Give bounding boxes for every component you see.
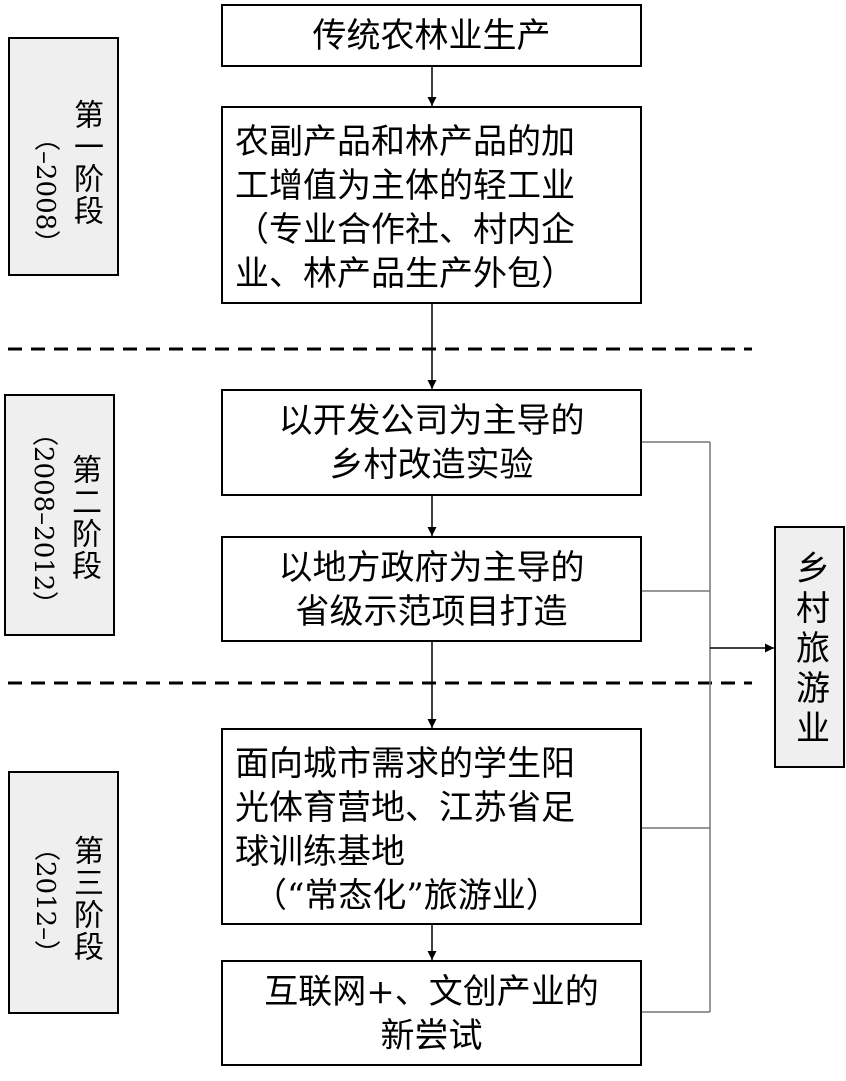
node-developer-line-2: 乡村改造实验 (329, 445, 534, 485)
node-traditional-line-1: 传统农林业生产 (312, 16, 551, 56)
node-government-line-1: 以地方政府为主导的 (278, 548, 585, 588)
stage-1-title: 第一阶段 (68, 99, 103, 227)
rural-tourism-label: 乡村旅游业 (789, 550, 830, 750)
node-rural-tourism: 乡村旅游业 (774, 526, 845, 768)
node-processing-line-2: 工增值为主体的轻工业 (235, 166, 575, 206)
node-developer-led: 以开发公司为主导的 乡村改造实验 (221, 389, 642, 496)
stage-1-label: 第一阶段 （–2008） (8, 37, 119, 276)
node-traditional-farming: 传统农林业生产 (221, 4, 642, 67)
node-processing-line-1: 农副产品和林产品的加 (235, 122, 575, 162)
node-government-led: 以地方政府为主导的 省级示范项目打造 (221, 536, 642, 642)
stage-3-label: 第三阶段 （2012–） (8, 771, 119, 1014)
node-urban-line-2: 光体育营地、江苏省足 (235, 788, 575, 828)
stage-3-title: 第三阶段 (68, 835, 103, 963)
node-processing-line-3: （专业合作社、村内企 (235, 210, 575, 250)
node-developer-line-1: 以开发公司为主导的 (278, 401, 585, 441)
stage-2-title: 第二阶段 (66, 454, 101, 582)
stage-2-label: 第二阶段 （2008–2012） (4, 394, 115, 636)
node-urban-line-1: 面向城市需求的学生阳 (235, 744, 575, 784)
node-urban-line-4: （“常态化”旅游业） (253, 876, 560, 916)
node-processing-line-4: 业、林产品生产外包） (235, 254, 575, 294)
stage-2-range: （2008–2012） (28, 420, 58, 618)
node-internet-plus: 互联网+、文创产业的 新尝试 (221, 960, 642, 1066)
node-internet-line-2: 新尝试 (380, 1016, 483, 1056)
node-urban-line-3: 球训练基地 (235, 832, 405, 872)
stage-3-range: （2012–） (30, 835, 60, 967)
node-government-line-2: 省级示范项目打造 (295, 592, 568, 632)
node-internet-line-1: 互联网+、文创产业的 (264, 972, 599, 1012)
node-urban-demand: 面向城市需求的学生阳 光体育营地、江苏省足 球训练基地 （“常态化”旅游业） (221, 728, 642, 925)
stage-1-range: （–2008） (30, 125, 60, 257)
node-processing-industry: 农副产品和林产品的加 工增值为主体的轻工业 （专业合作社、村内企 业、林产品生产… (221, 106, 642, 304)
